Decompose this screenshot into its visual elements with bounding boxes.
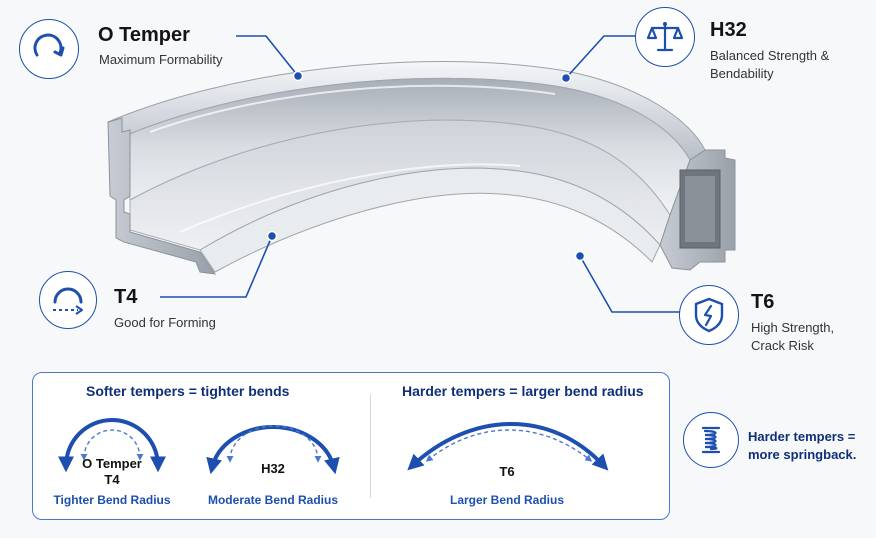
t6-icon-circle [679,285,739,345]
o-temper-title: O Temper [98,24,190,46]
moderate-bend-center: H32 [261,461,285,476]
balance-scale-icon [646,21,684,52]
curved-arrow-icon [33,33,65,57]
spring-icon [701,426,721,454]
left-end-profile [107,117,217,275]
t6-subtitle-line2: Crack Risk [751,338,814,353]
bend-radius-panel [32,372,670,520]
springback-icon-circle [683,412,739,468]
tight-bend-center-line1: O Temper [82,456,142,471]
h32-subtitle-line2: Bendability [710,66,774,81]
tight-bend-label: Tighter Bend Radius [53,493,171,507]
moderate-bend-label: Moderate Bend Radius [207,493,339,507]
h32-subtitle-line1: Balanced Strength & [710,48,830,63]
tight-bend-arc [58,418,166,473]
h32-icon-circle [635,7,695,67]
softer-tempers-heading: Softer tempers = tighter bends [86,383,290,399]
large-bend-arc [407,422,609,471]
t4-title: T4 [114,286,138,308]
o-temper-subtitle: Maximum Formability [99,52,223,67]
t4-subtitle: Good for Forming [114,315,216,330]
springback-line1: Harder tempers = [748,429,856,444]
leader-dots [266,70,586,262]
t6-subtitle-line1: High Strength, [751,320,835,335]
large-bend-label: Larger Bend Radius [449,493,565,507]
moderate-bend-arc [206,425,340,475]
cracked-shield-icon [694,297,724,333]
t4-icon-circle [39,271,97,329]
large-bend-inner-arc [425,429,593,462]
o-temper-icon-circle [19,19,79,79]
t6-title: T6 [751,291,775,313]
large-bend-center: T6 [499,464,515,479]
arc-dashed-arrow-icon [53,287,83,315]
h32-title: H32 [710,19,747,41]
lower-lip [199,167,661,273]
tight-bend-center-line2: T4 [104,472,120,487]
harder-tempers-heading: Harder tempers = larger bend radius [402,383,644,399]
panel-divider [370,394,371,498]
springback-line2: more springback. [748,447,857,462]
moderate-bend-inner-arc [226,425,322,463]
tight-bend-inner-arc [80,429,144,461]
